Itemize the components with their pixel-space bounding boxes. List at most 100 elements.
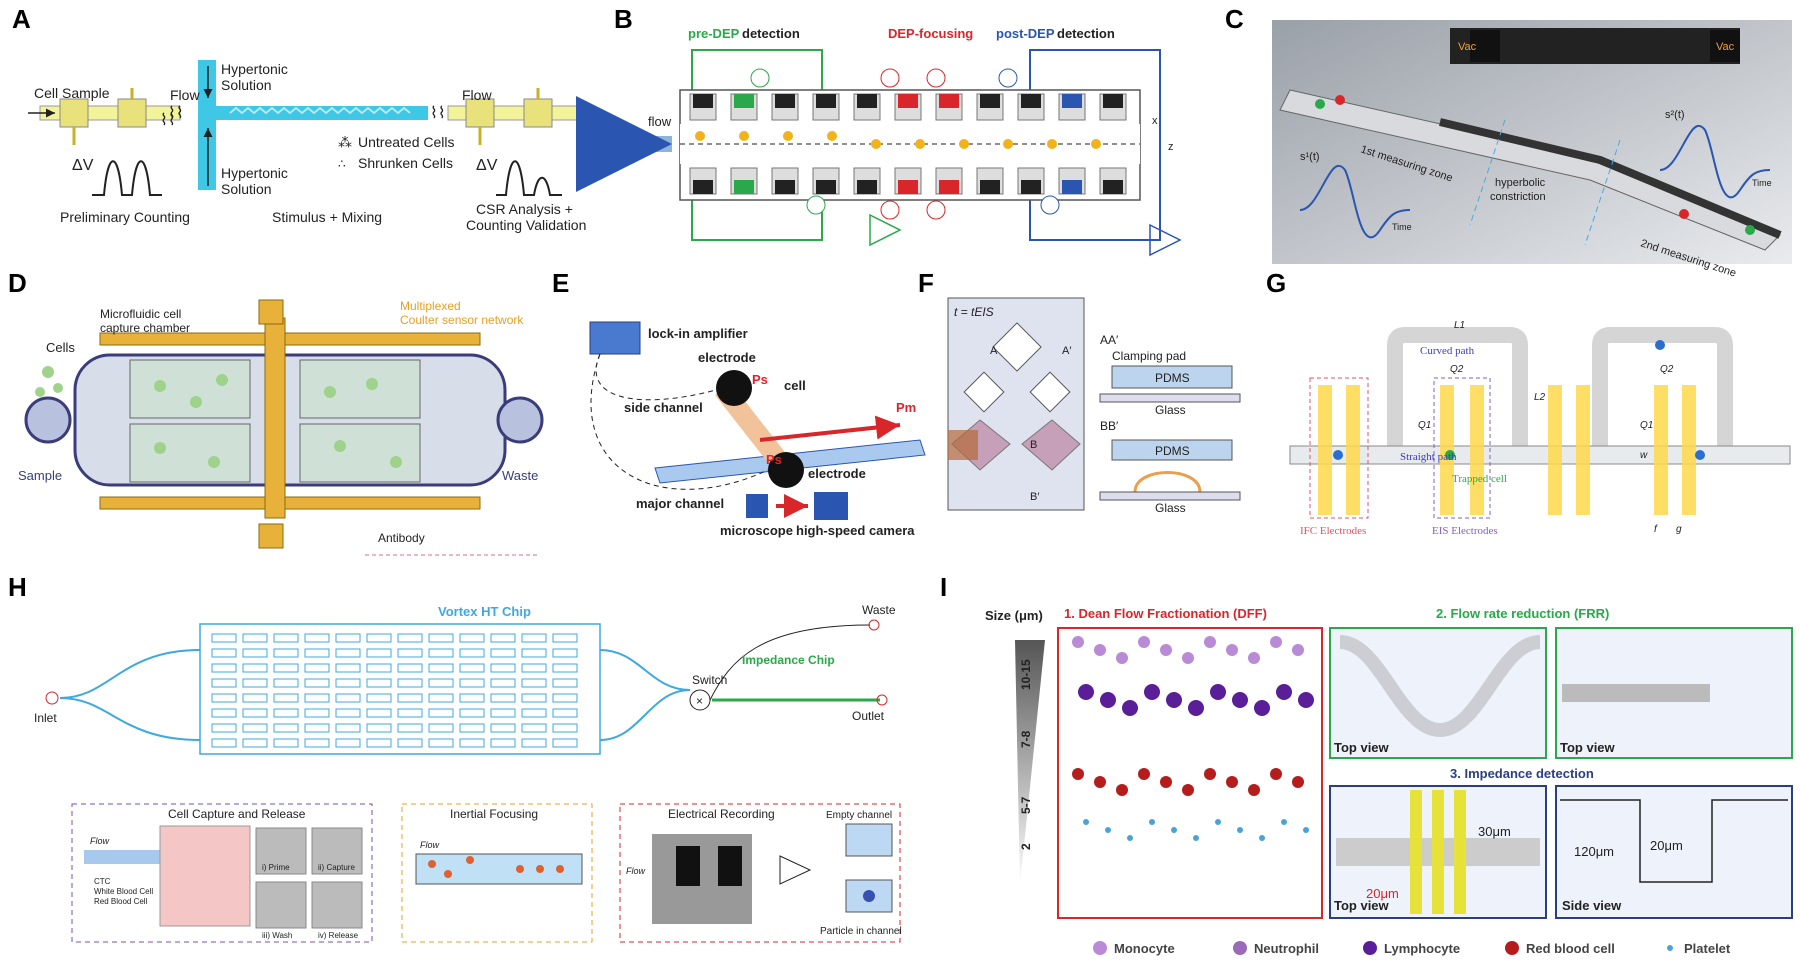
b-particle [1003,139,1013,149]
h-inertial-label: Inertial Focusing [450,807,538,821]
legend-swatch [1233,941,1247,955]
b-particle [783,131,793,141]
i-cell [1160,644,1172,656]
i-side-view: Side view [1562,898,1622,913]
e-electrode-label-2: electrode [808,466,866,481]
i-cell [1171,827,1177,833]
i-cell [1116,784,1128,796]
h-impedance-label: Impedance Chip [742,653,835,667]
g-w-label: w [1640,450,1648,461]
c-vac-right: Vac [1716,41,1735,53]
d-antibody-label: Antibody [378,531,425,545]
g-ifc-box [1309,377,1369,519]
c-hyperbolic-label: hyperbolic [1495,177,1546,189]
b-pre-dep-label: pre-DEP [688,26,740,41]
f-pdms-label-2: PDMS [1155,444,1190,458]
a-electrode [117,98,147,128]
panel-label-f: F [918,268,934,298]
f-clamp-label: Clamping pad [1112,349,1186,363]
i-cell [1226,776,1238,788]
d-capture-chamber [129,359,251,419]
svg-text:∴: ∴ [338,157,346,171]
b-flow-label: flow [648,114,672,129]
h-capture-step-label: ii) Capture [318,863,355,872]
i-dim-20a: 20μm [1366,886,1399,901]
i-cell [1094,644,1106,656]
d-cells-label: Cells [46,340,75,355]
h-rbc-label: Red Blood Cell [94,897,148,906]
i-dim-20b: 20μm [1650,838,1683,853]
i-dff-cells [1072,636,1314,841]
i-frr-box-1 [1329,627,1547,759]
i-frr-title: 2. Flow rate reduction (FRR) [1436,606,1609,621]
i-cell [1210,684,1226,700]
b-post-dep-label: post-DEP [996,26,1055,41]
i-size-10-15: 10-15 [1019,659,1033,690]
i-cell [1083,819,1089,825]
i-dim-30: 30μm [1478,824,1511,839]
d-coulter-label: Coulter sensor network [400,313,524,327]
h-inlet-port [45,691,59,705]
f-glass-label: Glass [1155,403,1186,417]
g-q2-label-2: Q2 [1660,364,1674,375]
c-constriction-label: constriction [1490,191,1546,203]
i-cell [1270,768,1282,780]
a-legend-shrunken: Shrunken Cells [358,155,453,171]
i-cell [1226,644,1238,656]
i-cell [1248,784,1260,796]
e-electrode-label: electrode [698,350,756,365]
svg-text:⌇⌇: ⌇⌇ [430,105,446,122]
b-particle [959,139,969,149]
i-cell [1292,776,1304,788]
svg-text:×: × [696,694,703,708]
b-particle [1047,139,1057,149]
i-cell [1188,700,1204,716]
i-cell [1138,768,1150,780]
g-eis-label: EIS Electrodes [1432,525,1498,537]
svg-text:⌇⌇: ⌇⌇ [168,105,184,122]
e-camera-label: high-speed camera [796,523,915,538]
i-cell [1215,819,1221,825]
i-cell [1259,835,1265,841]
f-a-label: A [990,345,998,357]
h-release-label: iv) Release [318,931,359,940]
i-cell [1094,776,1106,788]
i-dff-box [1057,627,1323,919]
d-waste-label: Waste [502,468,538,483]
a-dv-label-2: ΔV [476,157,498,174]
i-cell [1204,768,1216,780]
a-flow-label: Flow [170,87,200,103]
panel-label-b: B [614,4,633,34]
i-cell [1193,835,1199,841]
h-waste-label: Waste [862,603,896,617]
i-size-7-8: 7-8 [1019,730,1033,748]
c-s1-label: s¹(t) [1300,151,1320,163]
i-size-2: 2 [1019,843,1033,850]
c-s2-label: s²(t) [1665,109,1685,121]
f-b2-label: B′ [1030,491,1039,503]
f-time-label: t = tEIS [954,305,994,319]
f-a2-label: A′ [1062,345,1071,357]
e-lockin-label: lock-in amplifier [648,326,748,341]
panel-label-a: A [12,4,31,34]
e-side-channel-label: side channel [624,400,703,415]
h-wbc-label: White Blood Cell [94,887,153,896]
legend-swatch [1363,941,1377,955]
e-ps-label: Ps [752,372,768,387]
i-cell [1078,684,1094,700]
panel-e: E lock-in amplifier electrode electrode … [552,268,926,538]
h-vortex-label: Vortex HT Chip [438,604,531,619]
a-cell-sample-label: Cell Sample [34,85,110,101]
g-straight-channel [1289,445,1791,465]
a-caption-csr: CSR Analysis + [476,201,573,217]
i-cell [1072,768,1084,780]
f-b-label: B [1030,439,1037,451]
legend-label: Monocyte [1114,941,1175,956]
h-electrical-inset [619,803,901,943]
a-electrode [59,98,89,128]
i-cell [1270,636,1282,648]
g-g-label: g [1676,524,1682,535]
i-cell [1160,776,1172,788]
i-cell [1182,784,1194,796]
h-particle-label: Particle in channel [820,926,902,937]
